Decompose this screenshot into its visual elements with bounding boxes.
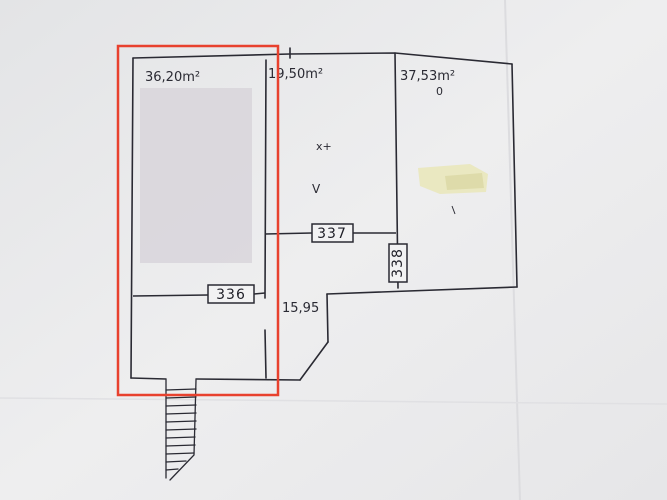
tape-patch-shadow: [445, 173, 484, 190]
dimension-338: 338: [390, 248, 406, 278]
room-3-area: 37,53m²: [400, 69, 455, 84]
dimension-box-338: [388, 243, 408, 283]
staircase: [165, 379, 197, 481]
dimension-336: 336: [216, 287, 246, 303]
redacted-area: [140, 88, 252, 263]
hall-marks: x+: [316, 140, 332, 153]
hall-mark-2: V: [312, 182, 321, 196]
dimension-lines: [132, 232, 396, 297]
hall-area: 15,95: [282, 301, 319, 316]
highlight-box: [116, 44, 280, 397]
room-1-area: 36,20m²: [145, 70, 200, 85]
paper-fold: [504, 0, 521, 500]
dimension-box-337: [311, 223, 354, 243]
pen-mark: [451, 205, 456, 215]
dimension-box-336: [207, 284, 255, 304]
room-2-area: 19,50m²: [268, 67, 323, 82]
paper-fold: [0, 397, 667, 405]
room-3-sub: 0: [436, 85, 443, 98]
dimension-337: 337: [317, 226, 347, 242]
